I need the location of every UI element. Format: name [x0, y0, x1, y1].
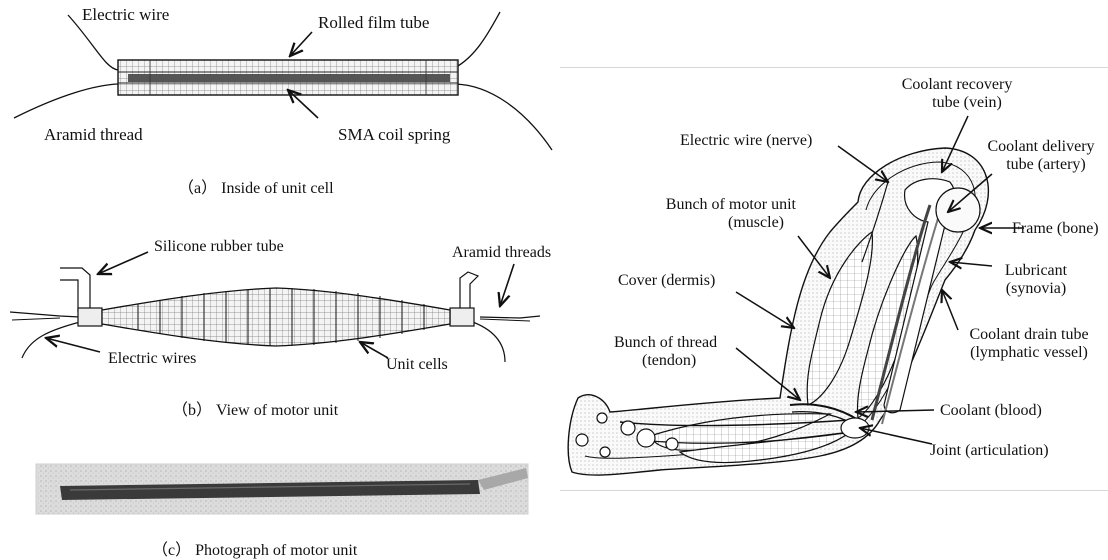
caption-a-tag: （a） [178, 180, 217, 197]
label-lubricant-line1: Lubricant [992, 262, 1080, 280]
label-coolant-drain: Coolant drain tube (lymphatic vessel) [950, 326, 1108, 362]
label-lubricant-line2: (synovia) [992, 280, 1080, 298]
arrow-electric-wire-nerve [838, 146, 888, 182]
label-unit-cells: Unit cells [386, 356, 448, 374]
arrow-electric-wires [46, 338, 100, 352]
caption-c: （c） Photograph of motor unit [152, 536, 357, 560]
arrow-aramid-threads [500, 264, 514, 306]
label-coolant-delivery: Coolant delivery tube (artery) [974, 138, 1108, 174]
divider-top [560, 67, 1108, 68]
label-coolant-recovery: Coolant recovery tube (vein) [882, 76, 1032, 112]
label-coolant-drain-line2: (lymphatic vessel) [950, 344, 1108, 362]
shoulder-joint [936, 188, 980, 232]
motor-unit-photograph [36, 464, 528, 514]
divider-bottom [560, 490, 1108, 491]
label-coolant-delivery-line2: tube (artery) [974, 156, 1108, 174]
label-silicone-rubber-tube: Silicone rubber tube [154, 238, 284, 256]
label-electric-wire-nerve: Electric wire (nerve) [680, 132, 812, 150]
silicone-tube-left [60, 268, 90, 312]
label-coolant-recovery-line1: Coolant recovery [882, 76, 1032, 94]
motor-unit-body [102, 288, 450, 346]
caption-c-tag: （c） [152, 542, 191, 559]
label-bunch-motor-line2: (muscle) [638, 214, 796, 232]
aramid-thread-line-left [10, 312, 80, 317]
label-coolant-recovery-line2: tube (vein) [882, 94, 1032, 112]
caption-a-text: Inside of unit cell [221, 180, 333, 197]
arrow-coolant-drain [942, 290, 958, 330]
label-bunch-thread-line1: Bunch of thread [614, 334, 717, 352]
label-aramid-thread: Aramid thread [44, 126, 143, 144]
label-aramid-threads: Aramid threads [452, 244, 551, 262]
label-coolant-blood: Coolant (blood) [940, 402, 1042, 420]
label-electric-wires: Electric wires [108, 350, 196, 368]
label-lubricant: Lubricant (synovia) [992, 262, 1080, 298]
label-bunch-motor-line1: Bunch of motor unit [638, 196, 796, 214]
arrow-cover-dermis [736, 292, 794, 328]
arrow-joint [860, 428, 932, 444]
caption-a: （a） Inside of unit cell [178, 174, 334, 198]
sma-coil-spring [128, 74, 450, 82]
label-bunch-motor-unit: Bunch of motor unit (muscle) [638, 196, 796, 232]
label-joint-articulation: Joint (articulation) [930, 442, 1049, 460]
electric-wire-right [470, 321, 505, 362]
label-bunch-thread-line2: (tendon) [614, 352, 717, 370]
caption-c-text: Photograph of motor unit [195, 542, 357, 559]
label-bunch-thread: Bunch of thread (tendon) [614, 334, 717, 370]
label-sma-coil-spring: SMA coil spring [338, 126, 450, 144]
connector-left [78, 308, 102, 326]
caption-b-tag: （b） [172, 402, 212, 419]
caption-b: （b） View of motor unit [172, 396, 338, 420]
label-coolant-delivery-line1: Coolant delivery [974, 138, 1108, 156]
label-frame-bone: Frame (bone) [1012, 220, 1099, 238]
aramid-thread-line-right [480, 316, 540, 318]
elbow-joint [841, 418, 869, 438]
arrow-rolled-film [290, 32, 312, 56]
connector-right [450, 308, 474, 326]
arrow-unit-cells [360, 342, 388, 358]
caption-b-text: View of motor unit [216, 402, 338, 419]
artificial-arm-diagram [568, 116, 1024, 475]
label-cover-dermis: Cover (dermis) [618, 272, 715, 290]
label-electric-wire: Electric wire [82, 6, 169, 24]
arrow-silicone-tube [98, 252, 148, 274]
label-rolled-film-tube: Rolled film tube [318, 14, 429, 32]
silicone-tube-right [460, 272, 478, 312]
label-coolant-drain-line1: Coolant drain tube [950, 326, 1108, 344]
motor-unit-diagram [10, 252, 540, 362]
